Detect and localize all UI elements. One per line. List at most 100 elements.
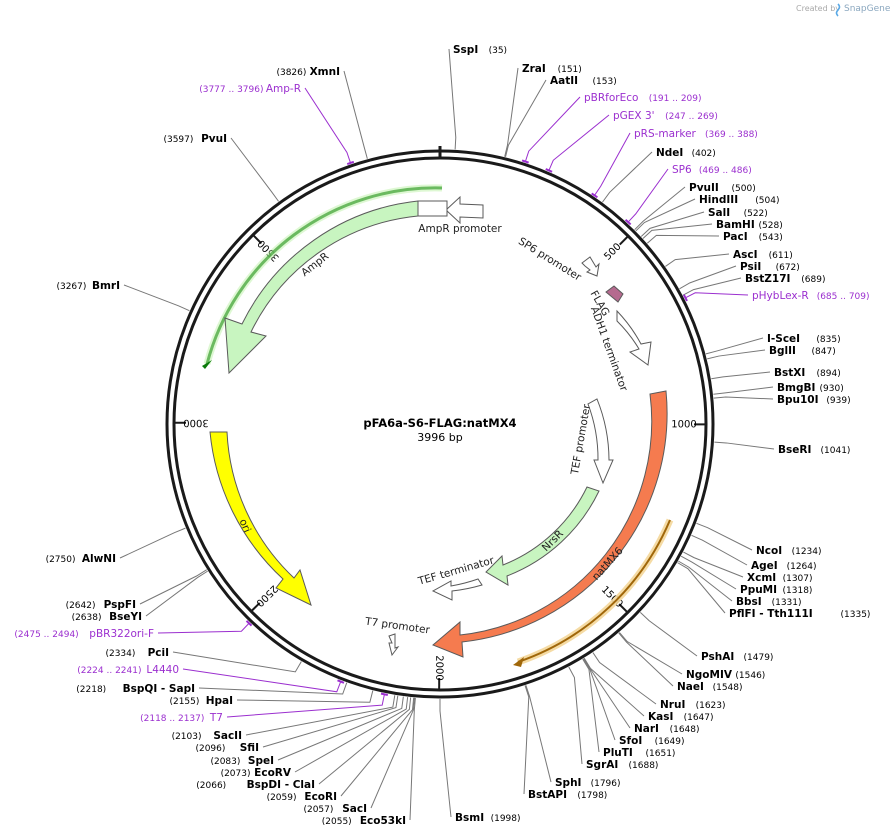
site-label[interactable]: BsmI(1998) bbox=[455, 812, 521, 824]
site-label[interactable]: XmnI(3826) bbox=[276, 66, 340, 78]
site-name: HpaI bbox=[206, 695, 233, 707]
site-label[interactable]: ZraI(151) bbox=[522, 63, 582, 75]
site-label[interactable]: PluTI(1651) bbox=[603, 747, 675, 759]
site-label[interactable]: BspDI - ClaI(2066) bbox=[196, 779, 315, 791]
primer-marker bbox=[521, 159, 529, 164]
site-leader bbox=[713, 386, 774, 395]
site-position: (2103) bbox=[172, 732, 202, 742]
primer-name: SP6 bbox=[672, 164, 692, 176]
site-label[interactable]: BseYI(2638) bbox=[72, 611, 142, 623]
primer-label[interactable]: pGEX 3'(247 .. 269) bbox=[613, 110, 718, 122]
site-name: SacI bbox=[342, 803, 367, 815]
site-label[interactable]: AgeI(1264) bbox=[751, 560, 817, 572]
site-label[interactable]: NgoMIV(1546) bbox=[686, 669, 765, 681]
primer-label[interactable]: L4440(2224 .. 2241) bbox=[77, 664, 179, 676]
site-label[interactable]: Bpu10I(939) bbox=[777, 394, 851, 406]
credit-brand: SnapGene bbox=[844, 4, 891, 14]
tick-label: 3000 bbox=[183, 417, 209, 428]
site-label[interactable]: SalI(522) bbox=[708, 207, 768, 219]
site-label[interactable]: PacI(543) bbox=[723, 231, 783, 243]
tick-label: 2000 bbox=[433, 655, 444, 680]
site-leader bbox=[696, 522, 753, 551]
site-label[interactable]: BstXI(894) bbox=[774, 367, 841, 379]
ampr-promoter-arrow bbox=[445, 195, 484, 225]
site-position: (1479) bbox=[744, 653, 774, 663]
site-name: PsiI bbox=[740, 261, 761, 273]
site-leader bbox=[639, 612, 698, 657]
site-label[interactable]: BstAPI(1798) bbox=[528, 789, 607, 801]
site-label[interactable]: NarI(1648) bbox=[634, 723, 700, 735]
site-leader bbox=[705, 337, 764, 355]
site-label[interactable]: NruI(1623) bbox=[660, 699, 726, 711]
site-label[interactable]: AatII(153) bbox=[550, 75, 617, 87]
natmx6-strand-line bbox=[517, 519, 671, 663]
site-position: (402) bbox=[692, 149, 716, 159]
site-position: (2750) bbox=[46, 555, 76, 565]
primer-name: L4440 bbox=[146, 664, 179, 676]
site-label[interactable]: BmgBI(930) bbox=[777, 382, 844, 394]
site-label[interactable]: PspFI(2642) bbox=[66, 599, 136, 611]
site-label[interactable]: NaeI(1548) bbox=[677, 681, 743, 693]
primer-label[interactable]: pBRforEco(191 .. 209) bbox=[584, 92, 702, 104]
site-label[interactable]: SgrAI(1688) bbox=[586, 759, 658, 771]
site-label[interactable]: NcoI(1234) bbox=[756, 545, 822, 557]
primer-label[interactable]: T7(2118 .. 2137) bbox=[140, 712, 223, 724]
site-position: (2073) bbox=[221, 769, 251, 779]
primer-name: Amp-R bbox=[266, 83, 301, 95]
site-label[interactable]: AscI(611) bbox=[733, 249, 793, 261]
primer-label[interactable]: pBR322ori-F(2475 .. 2494) bbox=[14, 628, 154, 640]
site-leader bbox=[711, 371, 771, 380]
site-label[interactable]: NdeI(402) bbox=[656, 147, 716, 159]
site-label[interactable]: HpaI(2155) bbox=[169, 695, 233, 707]
site-label[interactable]: SfiI(2096) bbox=[195, 742, 259, 754]
site-label[interactable]: AlwNI(2750) bbox=[46, 553, 116, 565]
site-label[interactable]: I-SceI(835) bbox=[767, 333, 841, 345]
site-leader bbox=[245, 695, 396, 736]
site-label[interactable]: BseRI(1041) bbox=[778, 444, 850, 456]
primer-label[interactable]: pRS-marker(369 .. 388) bbox=[634, 128, 758, 140]
label-leaders bbox=[119, 48, 775, 821]
site-label[interactable]: BamHI(528) bbox=[716, 219, 783, 231]
primer-leader bbox=[304, 87, 351, 164]
site-leader bbox=[123, 284, 190, 312]
site-label[interactable]: PciI(2334) bbox=[105, 647, 169, 659]
site-label[interactable]: PvuI(3597) bbox=[163, 133, 227, 145]
primer-position: (685 .. 709) bbox=[817, 292, 870, 302]
site-label[interactable]: PsiI(672) bbox=[740, 261, 800, 273]
site-position: (2059) bbox=[267, 793, 297, 803]
site-label[interactable]: XcmI(1307) bbox=[747, 572, 813, 584]
site-label[interactable]: PflFI - Tth111I(1335) bbox=[729, 608, 870, 620]
site-label[interactable]: BspQI - SapI(2218) bbox=[76, 683, 195, 695]
site-label[interactable]: SfoI(1649) bbox=[619, 735, 685, 747]
site-name: XcmI bbox=[747, 572, 776, 584]
primer-name: pBRforEco bbox=[584, 92, 638, 104]
site-label[interactable]: PpuMI(1318) bbox=[740, 584, 812, 596]
site-name: BspDI - ClaI bbox=[247, 779, 315, 791]
site-leader bbox=[340, 697, 415, 797]
site-label[interactable]: SacII(2103) bbox=[172, 730, 242, 742]
site-label[interactable]: SphI(1796) bbox=[555, 777, 621, 789]
site-label[interactable]: PshAI(1479) bbox=[701, 651, 773, 663]
site-label[interactable]: SspI(35) bbox=[453, 44, 507, 56]
natmx6-strand-arrowhead bbox=[513, 657, 524, 667]
site-label[interactable]: HindIII(504) bbox=[699, 194, 780, 206]
primer-label[interactable]: SP6(469 .. 486) bbox=[672, 164, 752, 176]
site-label[interactable]: BmrI(3267) bbox=[56, 280, 120, 292]
site-name: PspFI bbox=[104, 599, 136, 611]
primer-position: (369 .. 388) bbox=[705, 130, 758, 140]
primer-label[interactable]: pHybLex-R(685 .. 709) bbox=[752, 290, 870, 302]
site-label[interactable]: EcoRI(2059) bbox=[267, 791, 337, 803]
site-label[interactable]: BbsI(1331) bbox=[736, 596, 802, 608]
site-label[interactable]: KasI(1647) bbox=[648, 711, 714, 723]
site-label[interactable]: BglII(847) bbox=[769, 345, 836, 357]
primer-leader bbox=[548, 114, 610, 171]
site-leader bbox=[635, 198, 696, 232]
site-label[interactable]: EcoRV(2073) bbox=[221, 767, 292, 779]
site-label[interactable]: PvuII(500) bbox=[689, 182, 756, 194]
site-label[interactable]: Eco53kI(2055) bbox=[322, 815, 406, 827]
site-label[interactable]: BstZ17I(689) bbox=[745, 273, 826, 285]
site-label[interactable]: SpeI(2083) bbox=[210, 755, 274, 767]
site-label[interactable]: SacI(2057) bbox=[303, 803, 367, 815]
site-position: (2218) bbox=[76, 685, 106, 695]
primer-label[interactable]: Amp-R(3777 .. 3796) bbox=[199, 83, 301, 95]
